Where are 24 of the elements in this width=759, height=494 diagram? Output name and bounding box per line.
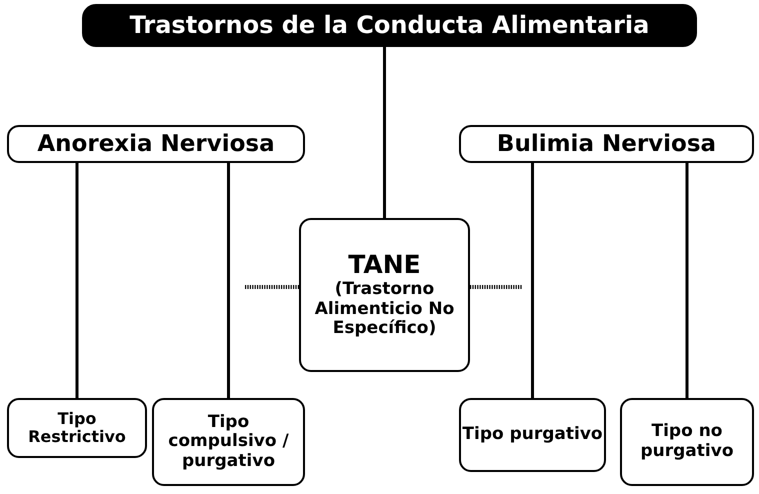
connector-line <box>227 163 230 398</box>
node-label: Bulimia Nerviosa <box>496 130 716 158</box>
connector-line <box>383 47 386 218</box>
connector-line <box>686 163 688 398</box>
subtype-box <box>152 398 305 486</box>
connector-line <box>76 163 78 398</box>
node-label: Tipo Restrictivo <box>27 410 127 446</box>
node-label: TANE <box>348 251 421 280</box>
node-label: Tipo no purgativo <box>639 422 734 462</box>
node-label: Anorexia Nerviosa <box>37 130 275 158</box>
subtype-box <box>459 398 606 472</box>
node-description: (Trastorno Alimenticio No Específico) <box>314 280 456 339</box>
category-box <box>299 218 470 372</box>
title-banner <box>82 4 697 47</box>
category-box <box>459 125 754 163</box>
dotted-line <box>470 285 522 289</box>
connector-line <box>531 163 534 398</box>
dotted-line <box>245 285 299 289</box>
subtype-box <box>620 398 754 486</box>
node-label: Tipo compulsivo / purgativo <box>167 412 290 472</box>
category-box <box>7 125 305 163</box>
node-label: Tipo purgativo <box>462 425 603 445</box>
title-text: Trastornos de la Conducta Alimentaria <box>130 12 650 40</box>
subtype-box <box>7 398 147 458</box>
